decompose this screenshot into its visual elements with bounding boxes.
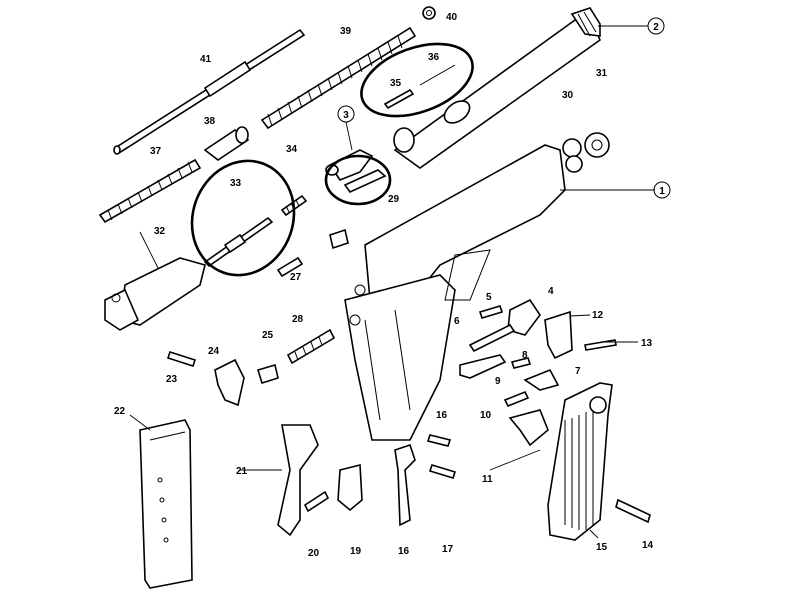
- label-29: 29: [388, 194, 400, 205]
- label-8: 8: [522, 350, 528, 361]
- small-parts-left: [166, 228, 349, 407]
- label-33: 33: [230, 178, 242, 189]
- grip: [547, 382, 651, 541]
- label-16-upper: 16: [436, 410, 448, 421]
- label-14: 14: [642, 540, 654, 551]
- part-labels: 1 2 3 4 5 6 7 8 9 10 11 12 13 14 15 16 1…: [114, 12, 671, 559]
- label-36: 36: [428, 52, 440, 63]
- label-37: 37: [150, 146, 162, 157]
- firing-pin: [203, 216, 274, 268]
- label-27: 27: [290, 272, 302, 283]
- washer: [422, 6, 436, 20]
- label-30: 30: [562, 90, 574, 101]
- label-2: 2: [653, 22, 659, 33]
- recoil-spring: [260, 26, 417, 130]
- label-20: 20: [308, 548, 320, 559]
- label-32: 32: [154, 226, 166, 237]
- label-16-lower: 16: [398, 546, 410, 557]
- mainspring-housing: [277, 424, 330, 537]
- label-15: 15: [596, 542, 608, 553]
- trigger-group: [459, 298, 617, 447]
- label-13: 13: [641, 338, 653, 349]
- label-38: 38: [204, 116, 216, 127]
- label-31: 31: [596, 68, 608, 79]
- small-parts-bottom: [337, 434, 457, 527]
- callout-3: 3: [337, 105, 355, 123]
- label-25: 25: [262, 330, 274, 341]
- bushing: [203, 126, 250, 161]
- label-24: 24: [208, 346, 220, 357]
- label-41: 41: [200, 54, 212, 65]
- label-11: 11: [482, 474, 493, 485]
- label-34: 34: [286, 144, 298, 155]
- label-23: 23: [166, 374, 178, 385]
- label-3: 3: [343, 110, 349, 121]
- highlight-circle-firing-pin: [190, 159, 296, 277]
- frame: [344, 144, 566, 441]
- slide-springs: [383, 64, 456, 110]
- highlight-marks: [190, 42, 474, 277]
- label-28: 28: [292, 314, 304, 325]
- label-9: 9: [495, 376, 501, 387]
- barrel: [393, 7, 601, 169]
- label-7: 7: [575, 366, 581, 377]
- highlight-circle-slide-springs: [360, 42, 474, 118]
- label-21: 21: [236, 466, 248, 477]
- label-6: 6: [454, 316, 460, 327]
- highlight-circle-extractor-pin: [324, 154, 392, 206]
- label-5: 5: [486, 292, 492, 303]
- breech-block: [104, 257, 206, 331]
- label-1: 1: [659, 186, 665, 197]
- magazine: [139, 419, 193, 589]
- label-12: 12: [592, 310, 604, 321]
- callout-2: 2: [647, 17, 665, 35]
- rear-sight: [562, 132, 610, 173]
- extractor: [325, 149, 387, 194]
- label-39: 39: [340, 26, 352, 37]
- leader-lines: [129, 25, 655, 539]
- callout-1: 1: [653, 181, 671, 199]
- label-40: 40: [446, 12, 458, 23]
- label-35: 35: [390, 78, 402, 89]
- label-22: 22: [114, 406, 126, 417]
- label-17: 17: [442, 544, 454, 555]
- label-4: 4: [548, 286, 554, 297]
- label-19: 19: [350, 546, 362, 557]
- firing-pin-spring-large: [98, 158, 202, 224]
- recoil-spring-guide: [113, 28, 306, 155]
- label-10: 10: [480, 410, 492, 421]
